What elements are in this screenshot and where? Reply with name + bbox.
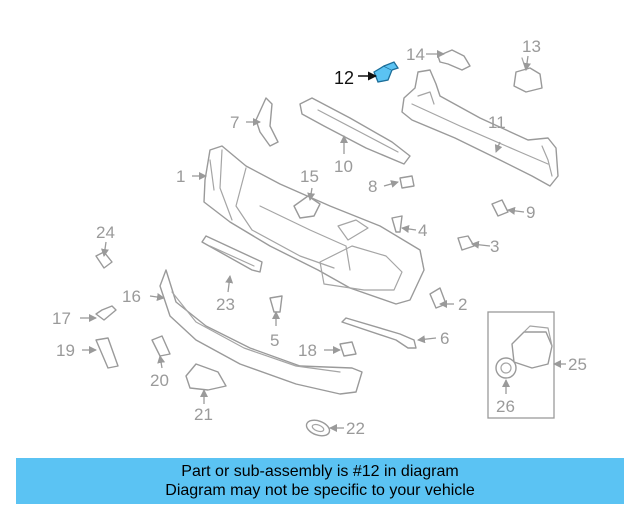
callout-20: 20 (150, 371, 169, 390)
callout-6: 6 (440, 329, 449, 348)
callout-14: 14 (406, 45, 425, 64)
callout-16: 16 (122, 287, 141, 306)
part-10-absorber (299, 97, 411, 165)
callout-10: 10 (334, 157, 353, 176)
part-20-plate (151, 335, 171, 357)
callout-1: 1 (176, 167, 185, 186)
callout-3: 3 (490, 237, 499, 256)
part-12-clip (373, 61, 400, 83)
part-14-bracket (437, 49, 471, 71)
callout-19: 19 (56, 341, 75, 360)
callout-2: 2 (458, 295, 467, 314)
callout-4: 4 (418, 221, 427, 240)
part-19-plate (95, 337, 119, 369)
callout-21: 21 (194, 405, 213, 424)
callout-arrows (80, 50, 566, 432)
callout-17: 17 (52, 309, 71, 328)
part-7-bracket (255, 97, 279, 147)
callout-18: 18 (298, 341, 317, 360)
info-banner: Part or sub-assembly is #12 in diagram D… (16, 458, 624, 504)
callout-9: 9 (526, 203, 535, 222)
callout-8: 8 (368, 177, 377, 196)
callout-23: 23 (216, 295, 235, 314)
part-6-molding (341, 317, 417, 349)
banner-line-part: Part or sub-assembly is #12 in diagram (181, 463, 459, 480)
callout-12: 12 (334, 68, 354, 88)
part-22-grommet (305, 419, 331, 437)
callout-5: 5 (270, 331, 279, 350)
part-25-sensor-box (487, 311, 555, 419)
part-13-bracket (513, 57, 543, 93)
part-21-fog-cover (185, 363, 227, 391)
banner-line-disclaimer: Diagram may not be specific to your vehi… (165, 482, 475, 499)
callout-15: 15 (300, 167, 319, 186)
parts-diagram: 12 14 13 7 11 1 10 15 8 9 4 24 3 23 16 2… (52, 37, 587, 438)
part-11-bumper-beam (401, 69, 559, 187)
callout-11: 11 (488, 113, 506, 132)
callout-22: 22 (346, 419, 365, 438)
callout-13: 13 (522, 37, 541, 56)
callout-24: 24 (96, 223, 115, 242)
part-15-cover (293, 195, 321, 219)
part-16-lower-spoiler (159, 269, 363, 395)
callout-26: 26 (496, 397, 515, 416)
part-23-plate-bracket (201, 235, 263, 273)
callout-7: 7 (230, 113, 239, 132)
part-1-bumper-cover (203, 145, 425, 305)
callout-25: 25 (568, 355, 587, 374)
